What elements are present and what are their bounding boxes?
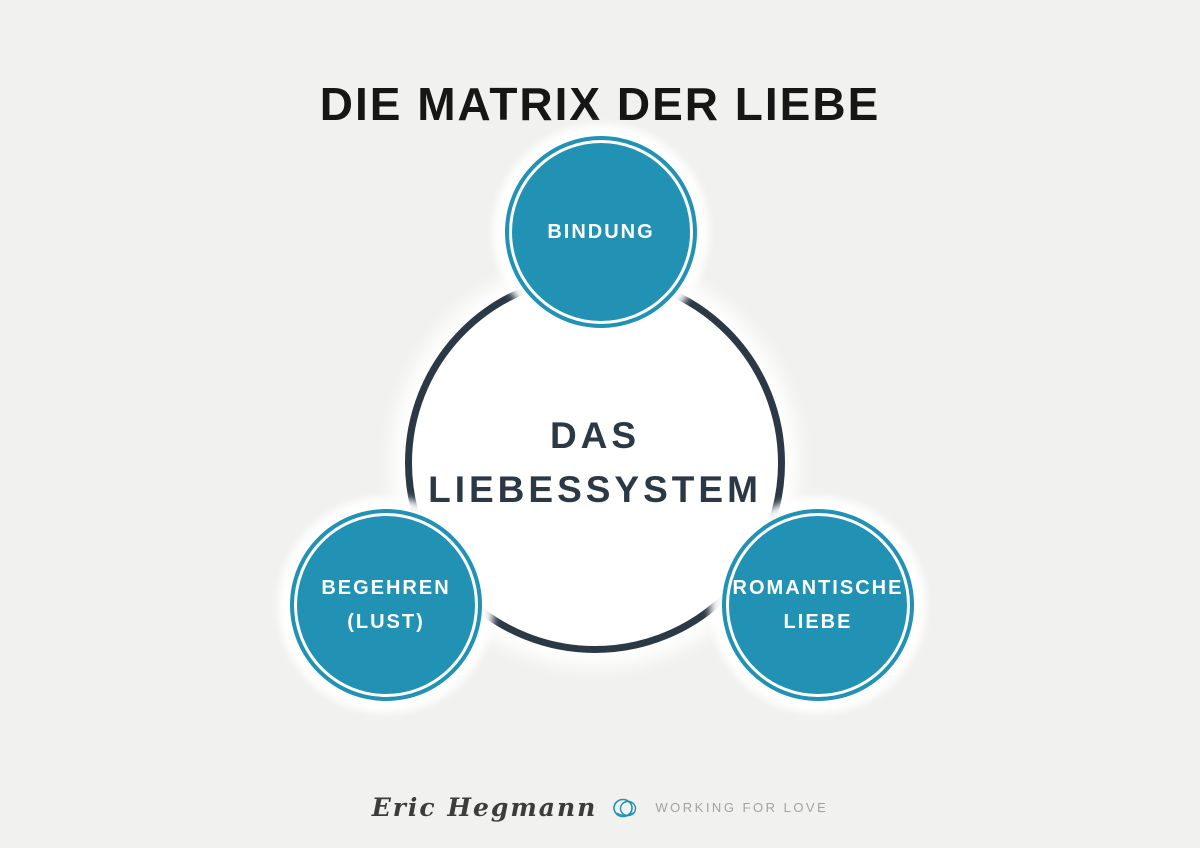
node-begehren-label-line2: (LUST) xyxy=(347,611,425,633)
node-romantische-label-line2: LIEBE xyxy=(783,611,853,633)
node-bindung: BINDUNG xyxy=(509,140,693,324)
footer: Eric Hegmann WORKING FOR LOVE xyxy=(0,793,1200,822)
node-begehren: BEGEHREN (LUST) xyxy=(294,513,478,697)
node-romantische-label-line1: ROMANTISCHE xyxy=(732,577,904,599)
center-node-label-line1: DAS xyxy=(549,415,641,457)
page-title: DIE MATRIX DER LIEBE xyxy=(319,77,881,130)
brand-text: WORKING FOR LOVE xyxy=(655,800,829,815)
author-signature: Eric Hegmann xyxy=(371,793,598,822)
center-node-label-line2: LIEBESSYSTEM xyxy=(428,469,762,510)
node-begehren-label-line1: BEGEHREN xyxy=(321,577,451,599)
node-bindung-label: BINDUNG xyxy=(547,221,655,243)
node-romantische-liebe: ROMANTISCHE LIEBE xyxy=(726,513,910,697)
working-for-love-logo-icon xyxy=(611,795,641,821)
center-node-label: DAS LIEBESSYSTEM xyxy=(428,409,762,516)
